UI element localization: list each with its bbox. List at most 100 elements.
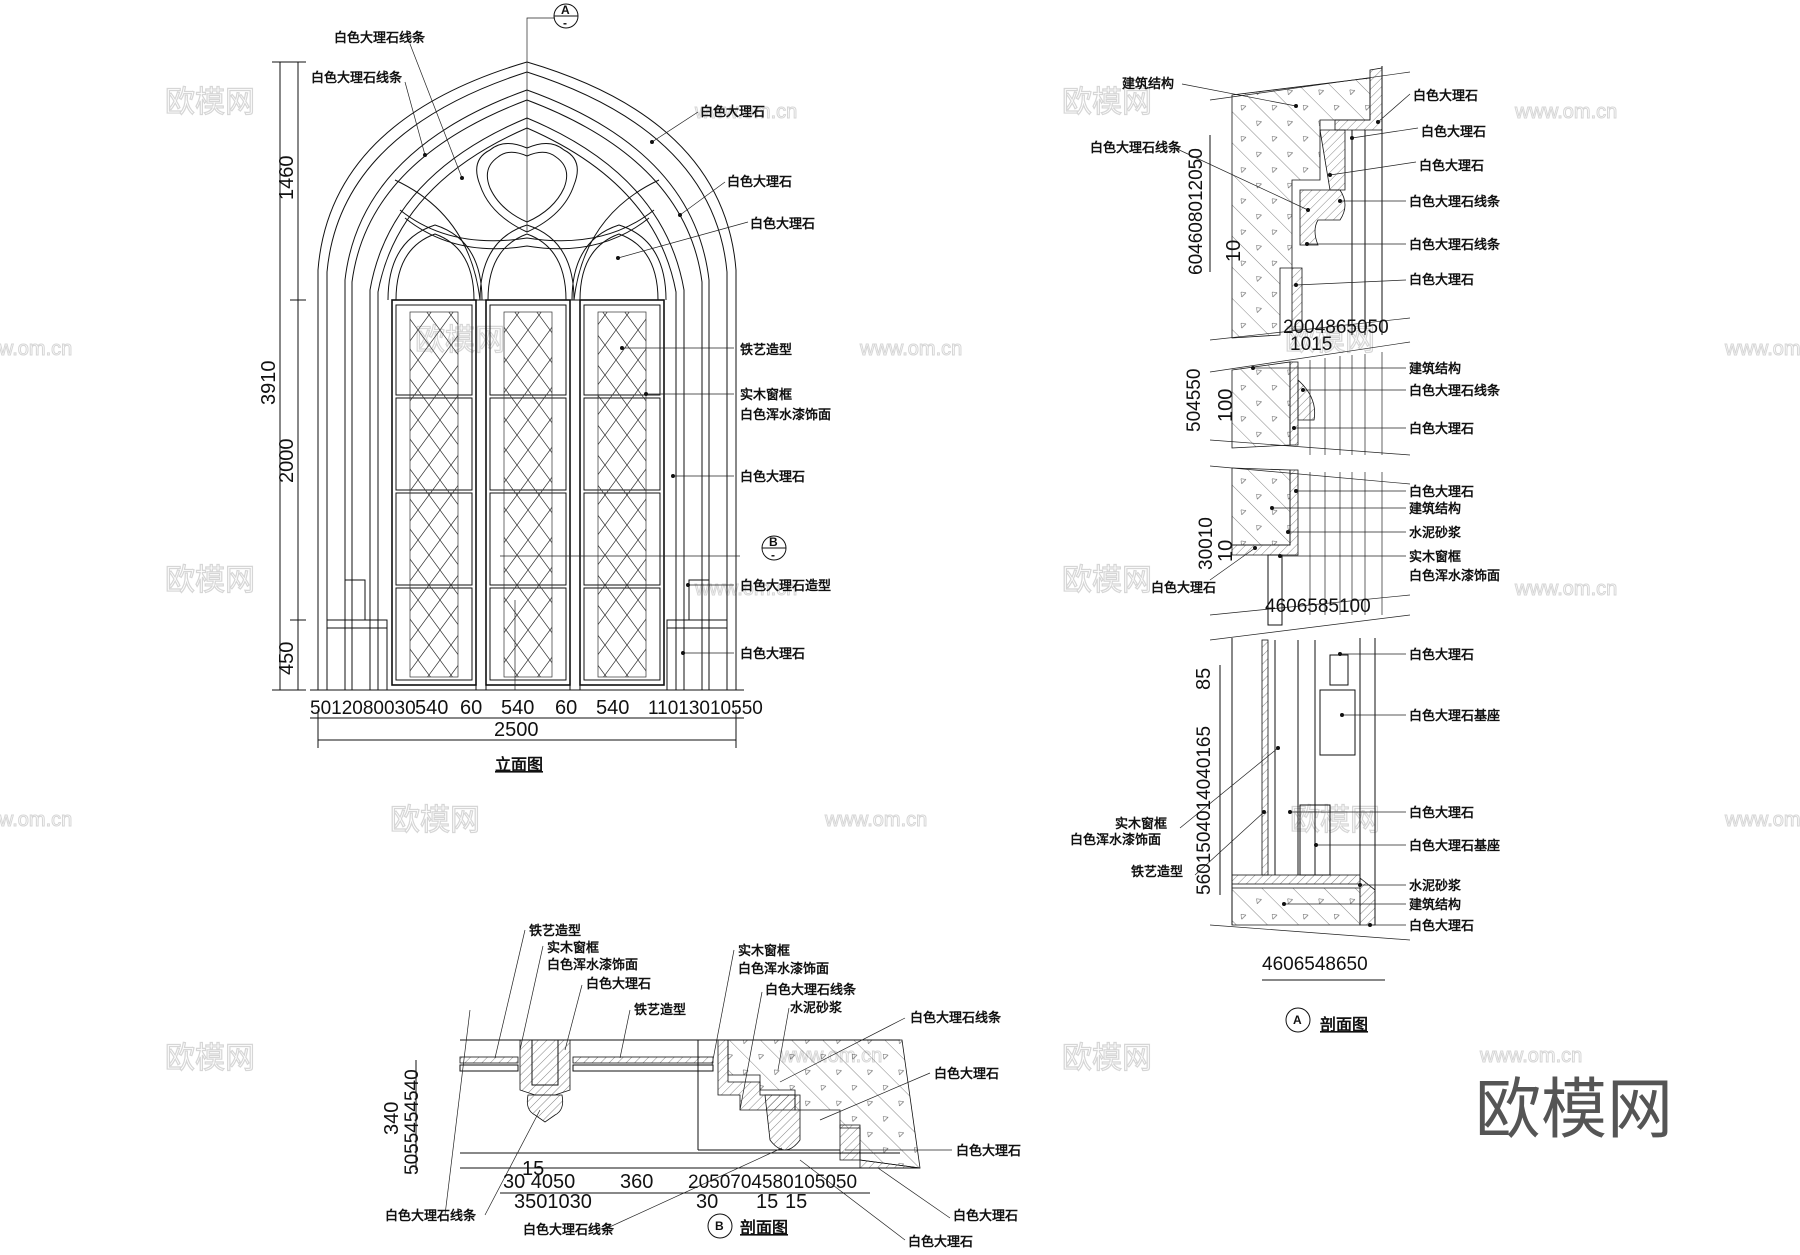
svg-text:白色大理石基座: 白色大理石基座 (1409, 708, 1500, 724)
section-marker-b: B - (761, 535, 787, 562)
svg-text:540: 540 (501, 697, 534, 719)
svg-text:剖面图: 剖面图 (1320, 1015, 1368, 1034)
svg-text:白色大理石: 白色大理石 (1409, 484, 1474, 500)
svg-text:建筑结构: 建筑结构 (1409, 501, 1461, 517)
section-b-dimensions: 340 5055454540 15 30 4050 360 2050704580… (381, 1060, 870, 1213)
watermark-url: www.om.cn (694, 578, 797, 600)
svg-text:白色大理石: 白色大理石 (1409, 421, 1474, 437)
svg-text:铁艺造型: 铁艺造型 (528, 923, 581, 939)
svg-text:白色大理石: 白色大理石 (1409, 805, 1474, 821)
callout-label: 白色大理石 (740, 646, 805, 662)
svg-text:B: B (715, 1219, 724, 1233)
brand-watermark: 欧模网 (1475, 1071, 1673, 1148)
svg-text:2004865050: 2004865050 (1283, 317, 1389, 338)
watermark-url: www.om.cn (1724, 809, 1800, 831)
section-b-title: B 剖面图 (707, 1213, 788, 1239)
svg-text:340: 340 (381, 1102, 403, 1135)
svg-text:504550: 504550 (1184, 369, 1205, 432)
svg-text:白色浑水漆饰面: 白色浑水漆饰面 (1409, 568, 1500, 584)
svg-text:540: 540 (415, 697, 448, 719)
svg-text:1015: 1015 (1290, 334, 1332, 355)
svg-text:水泥砂浆: 水泥砂浆 (1409, 878, 1462, 894)
svg-text:5012080030: 5012080030 (310, 698, 416, 719)
elevation-title: 立面图 (495, 755, 543, 774)
svg-text:实木窗框: 实木窗框 (1115, 816, 1167, 832)
callout-label: 白色浑水漆饰面 (740, 407, 831, 423)
svg-text:建筑结构: 建筑结构 (1409, 361, 1461, 377)
svg-text:白色大理石: 白色大理石 (1419, 158, 1484, 174)
svg-text:白色大理石: 白色大理石 (586, 976, 651, 992)
svg-text:30: 30 (696, 1191, 718, 1213)
svg-text:15: 15 (785, 1191, 807, 1213)
watermark-logo: 欧模网 (1062, 1041, 1152, 1076)
elevation-vertical-dimensions: 1460 3910 2000 450 (258, 61, 306, 691)
svg-text:B: B (769, 535, 778, 549)
svg-text:白色浑水漆饰面: 白色浑水漆饰面 (547, 957, 638, 973)
section-a-drawing (1209, 66, 1411, 941)
svg-text:-: - (563, 16, 567, 30)
svg-text:剖面图: 剖面图 (740, 1218, 788, 1237)
svg-text:白色大理石: 白色大理石 (956, 1143, 1021, 1159)
svg-text:2000: 2000 (276, 439, 298, 484)
elevation-callouts: 白色大理石线条 白色大理石线条 白色大理石 白色大理石 白色大理石 铁艺造型 实… (311, 30, 831, 662)
svg-text:540: 540 (596, 697, 629, 719)
svg-text:30010: 30010 (1196, 517, 1217, 570)
window-panel-middle (485, 299, 571, 686)
svg-text:白色大理石: 白色大理石 (934, 1066, 999, 1082)
callout-label: 白色大理石 (740, 469, 805, 485)
svg-text:15: 15 (756, 1191, 778, 1213)
callout-label: 白色大理石 (700, 104, 765, 120)
svg-text:450: 450 (276, 642, 298, 675)
svg-text:11013010550: 11013010550 (648, 698, 763, 719)
svg-text:3910: 3910 (258, 361, 280, 406)
svg-text:实木窗框: 实木窗框 (547, 940, 599, 956)
callout-label: 白色大理石造型 (740, 578, 831, 594)
svg-text:A: A (561, 3, 570, 17)
section-a-dimensions: 604608012050 10 2004865050 1015 504550 1… (1184, 135, 1389, 981)
svg-text:实木窗框: 实木窗框 (1409, 549, 1461, 565)
svg-text:白色大理石基座: 白色大理石基座 (1409, 838, 1500, 854)
svg-text:白色大理石: 白色大理石 (1409, 647, 1474, 663)
svg-text:水泥砂浆: 水泥砂浆 (1409, 525, 1462, 541)
elevation-drawing (310, 17, 744, 691)
svg-text:60: 60 (555, 697, 577, 719)
svg-text:360: 360 (620, 1171, 653, 1193)
svg-text:白色大理石: 白色大理石 (908, 1234, 973, 1250)
svg-text:2500: 2500 (494, 719, 539, 741)
svg-text:水泥砂浆: 水泥砂浆 (790, 1000, 843, 1016)
svg-text:3501030: 3501030 (514, 1191, 592, 1213)
callout-label: 白色大理石线条 (334, 30, 426, 46)
svg-text:白色大理石线条: 白色大理石线条 (765, 982, 857, 998)
svg-text:30 4050: 30 4050 (503, 1171, 575, 1193)
callout-label: 白色大理石线条 (311, 70, 403, 86)
callout-label: 白色大理石 (750, 216, 815, 232)
svg-text:白色大理石: 白色大理石 (1409, 918, 1474, 934)
watermark-url: www.om.cn (1724, 338, 1800, 360)
svg-text:铁艺造型: 铁艺造型 (1130, 864, 1183, 880)
watermark-logo: 欧模网 (165, 1041, 255, 1076)
svg-text:白色大理石线条: 白色大理石线条 (385, 1208, 477, 1224)
watermark-url: www.om.cn (0, 338, 72, 360)
svg-text:建筑结构: 建筑结构 (1122, 76, 1174, 92)
svg-text:白色大理石: 白色大理石 (1421, 124, 1486, 140)
watermark-logo: 欧模网 (390, 803, 480, 838)
svg-text:A: A (1293, 1013, 1302, 1027)
svg-text:白色大理石线条: 白色大理石线条 (1409, 194, 1501, 210)
section-a-callouts: 建筑结构 白色大理石线条 白色大理石 白色大理石 白色大理石 白色大理石线条 白… (1070, 76, 1501, 934)
svg-text:实木窗框: 实木窗框 (738, 943, 790, 959)
svg-text:604608012050: 604608012050 (1186, 148, 1207, 275)
svg-text:铁艺造型: 铁艺造型 (633, 1002, 686, 1018)
watermark-url: www.om.cn (1514, 578, 1617, 600)
svg-text:白色大理石线条: 白色大理石线条 (1409, 383, 1501, 399)
svg-text:5055454540: 5055454540 (402, 1069, 423, 1175)
watermark-logo: 欧模网 (165, 85, 255, 120)
watermark-url: www.om.cn (859, 338, 962, 360)
svg-text:建筑结构: 建筑结构 (1409, 897, 1461, 913)
svg-text:85: 85 (1193, 668, 1215, 690)
watermark-url: www.om.cn (0, 809, 72, 831)
svg-text:白色大理石: 白色大理石 (1151, 580, 1216, 596)
svg-text:白色浑水漆饰面: 白色浑水漆饰面 (738, 961, 829, 977)
watermark-logo: 欧模网 (165, 563, 255, 598)
svg-text:10: 10 (1215, 540, 1237, 562)
